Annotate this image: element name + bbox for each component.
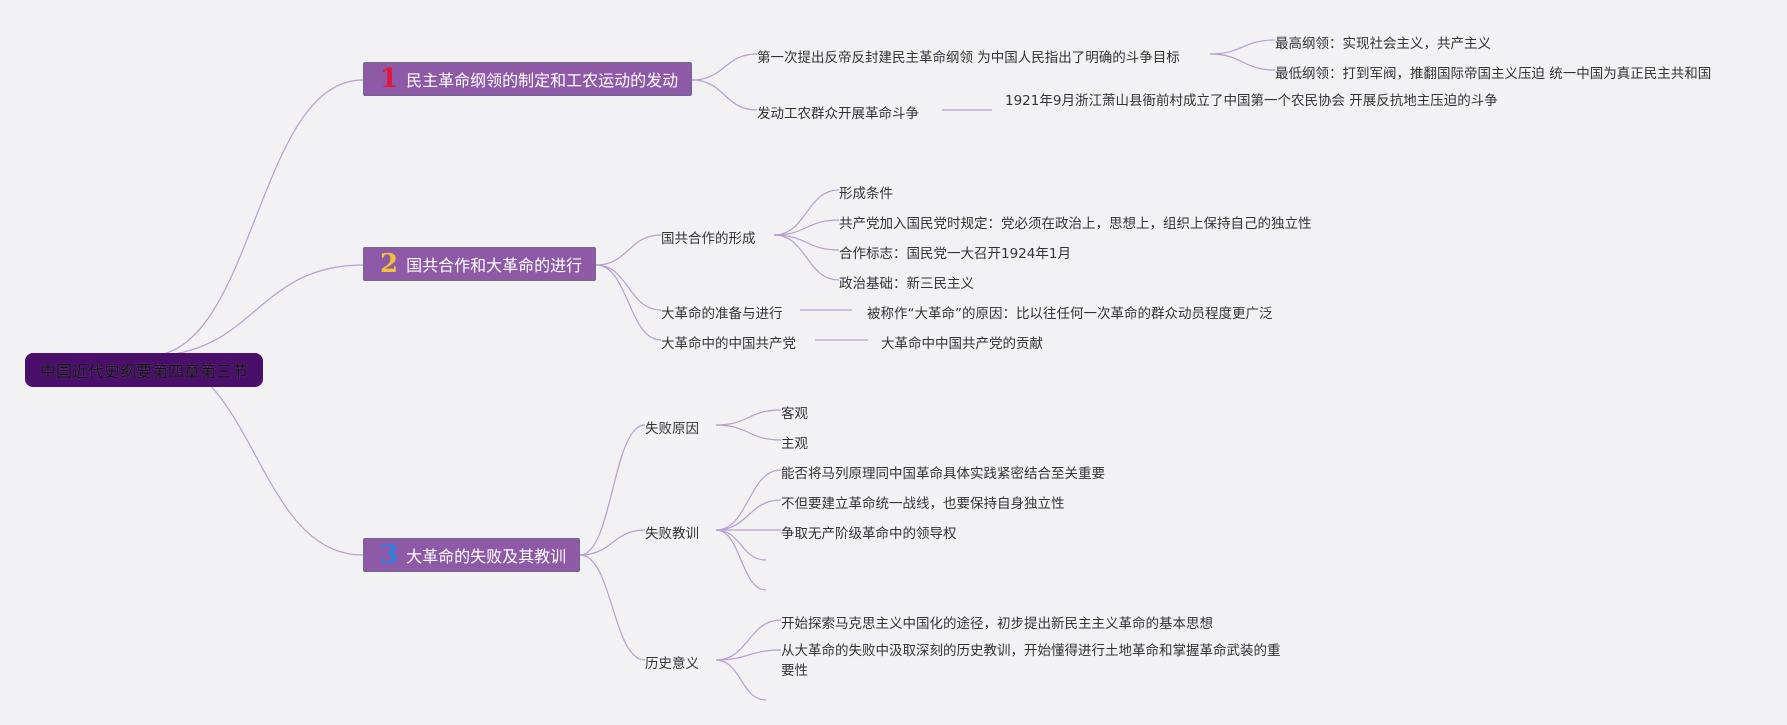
node-cooperation-mark[interactable]: 合作标志：国民党一大召开1924年1月 <box>839 246 1071 262</box>
connector-curve <box>715 529 767 591</box>
connector-curve <box>1209 53 1276 71</box>
topic-label-2: 国共合作和大革命的进行 <box>406 256 583 275</box>
connector-curve <box>715 469 782 531</box>
connector-curve <box>773 189 840 236</box>
connector-curve <box>773 219 840 236</box>
connector-curve <box>715 529 767 561</box>
connector-curve <box>579 554 646 661</box>
node-cpc-in-revolution[interactable]: 大革命中的中国共产党 <box>661 336 796 352</box>
node-lowest-program[interactable]: 最低纲领：打到军阀，推翻国际帝国主义压迫 统一中国为真正民主共和国 <box>1275 66 1712 82</box>
node-revolution-preparation[interactable]: 大革命的准备与进行 <box>661 306 783 322</box>
node-great-revolution-reason[interactable]: 被称作“大革命”的原因：比以往任何一次革命的群众动员程度更广泛 <box>867 306 1273 322</box>
connector-curve <box>595 264 662 311</box>
topic-number-2: 2 <box>380 249 399 279</box>
node-subjective[interactable]: 主观 <box>781 436 808 452</box>
node-objective[interactable]: 客观 <box>781 406 808 422</box>
connector-curve <box>147 79 364 357</box>
connector-curve <box>579 529 646 556</box>
node-cpc-contribution[interactable]: 大革命中中国共产党的贡献 <box>881 336 1043 352</box>
topic-2-node[interactable]: 2 国共合作和大革命的进行 <box>363 247 596 281</box>
topic-number-1: 1 <box>380 64 399 94</box>
topic-1-node[interactable]: 1 民主革命纲领的制定和工农运动的发动 <box>363 62 692 96</box>
connector-curve <box>595 264 662 341</box>
topic-3-node[interactable]: 3 大革命的失败及其教训 <box>363 538 580 572</box>
node-highest-program[interactable]: 最高纲领：实现社会主义，共产主义 <box>1275 36 1491 52</box>
node-peasant-association[interactable]: 1921年9月浙江萧山县衙前村成立了中国第一个农民协会 开展反抗地主压迫的斗争 <box>1005 93 1498 109</box>
connector-curve <box>147 264 364 357</box>
node-cooperation-formation[interactable]: 国共合作的形成 <box>661 231 756 247</box>
node-political-basis[interactable]: 政治基础：新三民主义 <box>839 276 974 292</box>
connector-curve <box>691 79 758 111</box>
node-land-revolution[interactable]: 从大革命的失败中汲取深刻的历史教训，开始懂得进行土地革命和掌握革命武装的重要性 <box>781 643 1281 679</box>
connector-curve <box>715 619 782 661</box>
node-failure-causes[interactable]: 失败原因 <box>645 421 699 437</box>
topic-number-3: 3 <box>380 540 399 570</box>
node-lesson-marxism[interactable]: 能否将马列原理同中国革命具体实践紧密结合至关重要 <box>781 466 1105 482</box>
node-sinicization[interactable]: 开始探索马克思主义中国化的途径，初步提出新民主主义革命的基本思想 <box>781 616 1213 632</box>
topic-label-3: 大革命的失败及其教训 <box>406 547 567 566</box>
connector-curve <box>773 234 840 251</box>
node-mobilize-masses[interactable]: 发动工农群众开展革命斗争 <box>757 106 919 122</box>
root-node[interactable]: 中国近代史纲要第四章第三节 <box>25 353 263 387</box>
node-lesson-united-front[interactable]: 不但要建立革命统一战线，也要保持自身独立性 <box>781 496 1065 512</box>
node-first-program[interactable]: 第一次提出反帝反封建民主革命纲领 为中国人民指出了明确的斗争目标 <box>757 50 1180 66</box>
node-historical-significance[interactable]: 历史意义 <box>645 656 699 672</box>
connector-curve <box>715 499 782 531</box>
node-lesson-leadership[interactable]: 争取无产阶级革命中的领导权 <box>781 526 957 542</box>
node-independence-rule[interactable]: 共产党加入国民党时规定：党必须在政治上，思想上，组织上保持自己的独立性 <box>839 216 1312 232</box>
node-failure-lessons[interactable]: 失败教训 <box>645 526 699 542</box>
connector-curve <box>579 424 646 556</box>
connector-curve <box>773 234 840 281</box>
topic-label-1: 民主革命纲领的制定和工农运动的发动 <box>406 71 679 90</box>
connector-curve <box>715 649 782 661</box>
connector-curve <box>691 53 758 81</box>
connector-curve <box>595 234 662 266</box>
connector-curve <box>715 424 782 441</box>
connector-curve <box>1209 39 1276 55</box>
connector-curve <box>715 409 782 426</box>
connector-curve <box>715 659 767 701</box>
node-formation-conditions[interactable]: 形成条件 <box>839 186 893 202</box>
